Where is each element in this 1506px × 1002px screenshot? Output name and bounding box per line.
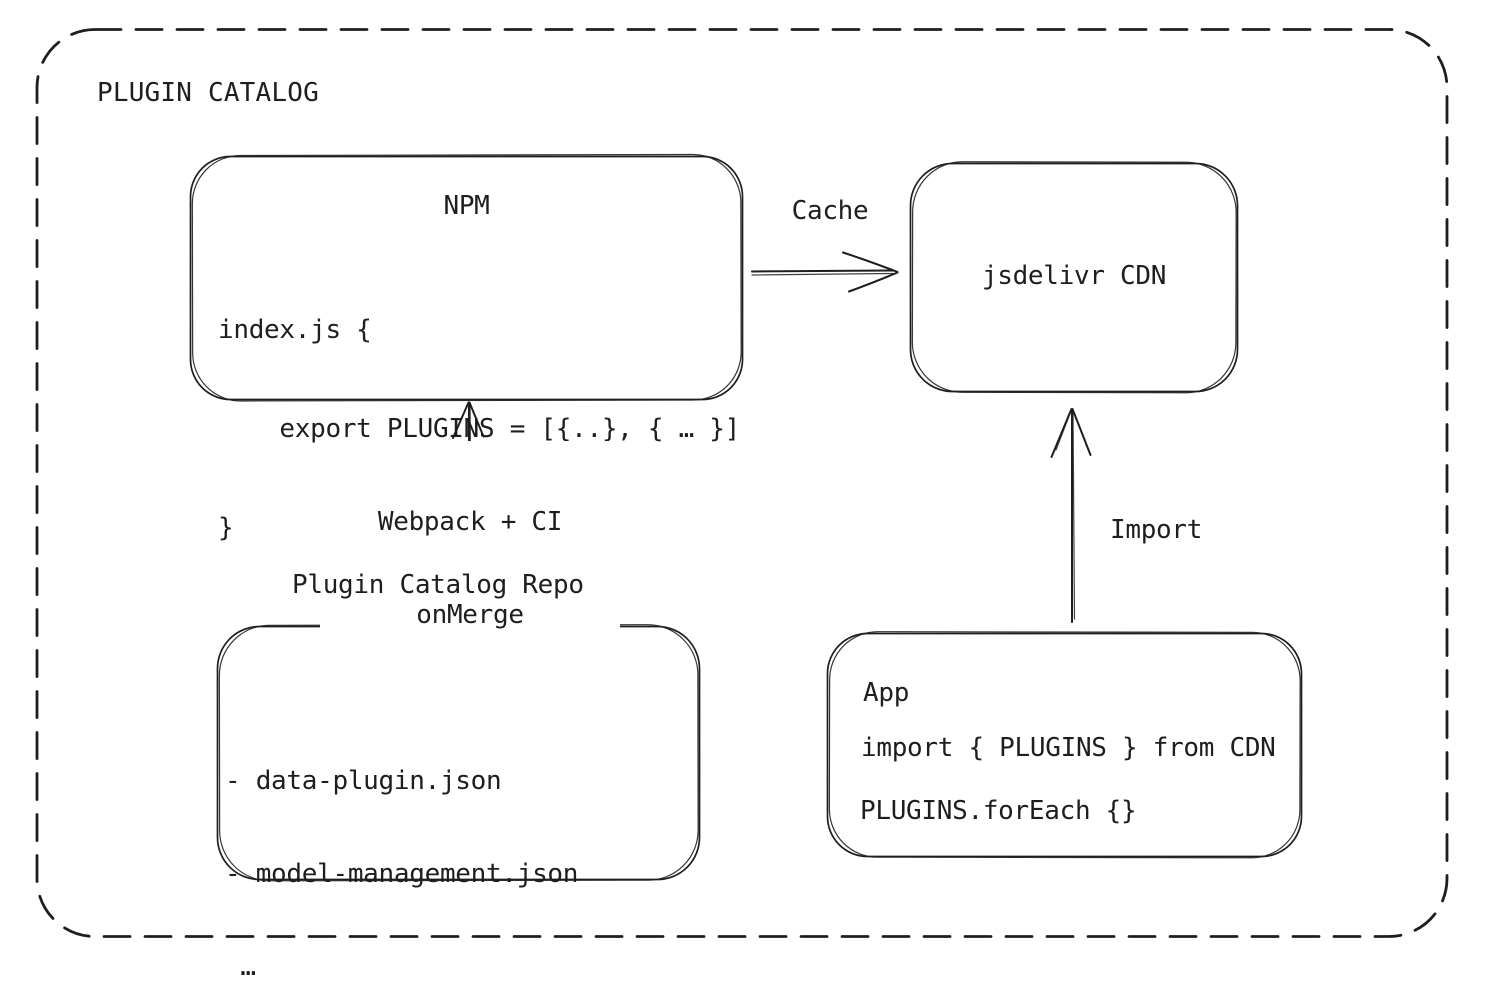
cache-arrow-shaft xyxy=(751,269,894,273)
code-line: export PLUGINS = [{..}, { … }] xyxy=(218,414,741,444)
build-arrowhead xyxy=(452,401,470,439)
app-box xyxy=(826,631,1303,859)
build-edge-label: Webpack + CI onMerge xyxy=(320,441,620,695)
code-line: } xyxy=(218,513,234,543)
npm-box-title: NPM xyxy=(443,191,490,221)
import-edge-label: Import xyxy=(1110,515,1203,545)
repo-file-item: - model-management.json xyxy=(225,859,579,889)
cdn-box xyxy=(909,161,1239,394)
diagram-title: PLUGIN CATALOG xyxy=(97,78,319,108)
cdn-box-label: jsdelivr CDN xyxy=(981,261,1167,291)
repo-file-item: … xyxy=(225,952,256,982)
repo-box-label: Plugin Catalog Repo xyxy=(292,570,584,600)
repo-file-item: - data-plugin.json xyxy=(225,766,502,796)
build-edge-label-line1: Webpack + CI xyxy=(377,507,563,537)
code-line: index.js { xyxy=(218,315,372,345)
npm-box xyxy=(189,153,744,402)
cache-edge-label: Cache xyxy=(791,196,869,226)
npm-code-block: index.js { export PLUGINS = [{..}, { … }… xyxy=(218,248,740,611)
import-arrow xyxy=(1050,408,1092,623)
cache-arrow xyxy=(751,251,899,293)
repo-file-list: - data-plugin.json - model-management.js… xyxy=(225,704,578,1002)
plugin-catalog-container-border xyxy=(35,28,1449,938)
app-box-title: App xyxy=(863,678,910,708)
app-code-line-2: PLUGINS.forEach {} xyxy=(860,796,1137,826)
build-edge-label-line2: onMerge xyxy=(416,600,524,630)
app-code-line-1: import { PLUGINS } from CDN xyxy=(861,733,1276,763)
